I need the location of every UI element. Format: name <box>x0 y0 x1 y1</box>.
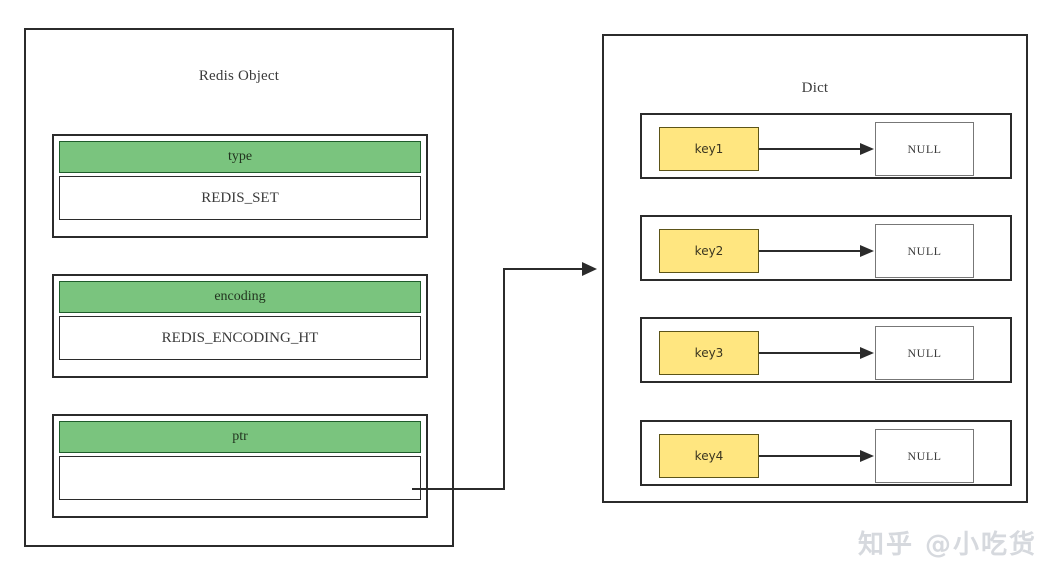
dict-value-label: NULL <box>907 141 942 156</box>
field-value-type: REDIS_SET <box>59 176 421 220</box>
dict-key-label: key1 <box>694 142 724 156</box>
dict-row[interactable]: key2 NULL <box>640 215 1012 281</box>
dict-row[interactable]: key4 NULL <box>640 420 1012 486</box>
dict-title: Dict <box>801 80 829 96</box>
dict-key-box[interactable]: key1 <box>659 127 759 171</box>
redis-object-title: Redis Object <box>198 68 280 84</box>
dict-key-label: key4 <box>694 449 724 463</box>
dict-key-label: key2 <box>694 244 724 258</box>
dict-value-label: NULL <box>907 243 942 258</box>
dict-row-arrow-icon <box>759 450 875 462</box>
dict-value-label: NULL <box>907 345 942 360</box>
field-value-encoding: REDIS_ENCODING_HT <box>59 316 421 360</box>
connector-arrow-head <box>582 262 597 276</box>
field-label-type: type <box>59 141 421 173</box>
dict-panel: Dict key1 NULL key2 NULL <box>602 34 1028 503</box>
dict-key-label: key3 <box>694 346 724 360</box>
dict-row[interactable]: key3 NULL <box>640 317 1012 383</box>
dict-value-box[interactable]: NULL <box>875 122 974 176</box>
field-label-encoding: encoding <box>59 281 421 313</box>
field-group-type: type REDIS_SET <box>52 134 428 238</box>
dict-key-box[interactable]: key2 <box>659 229 759 273</box>
field-label-ptr: ptr <box>59 421 421 453</box>
dict-key-box[interactable]: key4 <box>659 434 759 478</box>
connector-segment-out <box>412 488 504 490</box>
field-group-ptr: ptr <box>52 414 428 518</box>
field-group-encoding: encoding REDIS_ENCODING_HT <box>52 274 428 378</box>
dict-value-box[interactable]: NULL <box>875 429 974 483</box>
dict-value-label: NULL <box>907 448 942 463</box>
dict-row[interactable]: key1 NULL <box>640 113 1012 179</box>
dict-value-box[interactable]: NULL <box>875 224 974 278</box>
dict-row-arrow-icon <box>759 143 875 155</box>
dict-value-box[interactable]: NULL <box>875 326 974 380</box>
watermark: 知乎 @小吃货 <box>857 530 1037 560</box>
redis-object-panel: Redis Object type REDIS_SET encoding RED… <box>24 28 454 547</box>
dict-row-arrow-icon <box>759 245 875 257</box>
connector-segment-in <box>503 268 583 270</box>
dict-row-arrow-icon <box>759 347 875 359</box>
connector-segment-riser <box>503 268 505 490</box>
dict-key-box[interactable]: key3 <box>659 331 759 375</box>
field-value-ptr <box>59 456 421 500</box>
